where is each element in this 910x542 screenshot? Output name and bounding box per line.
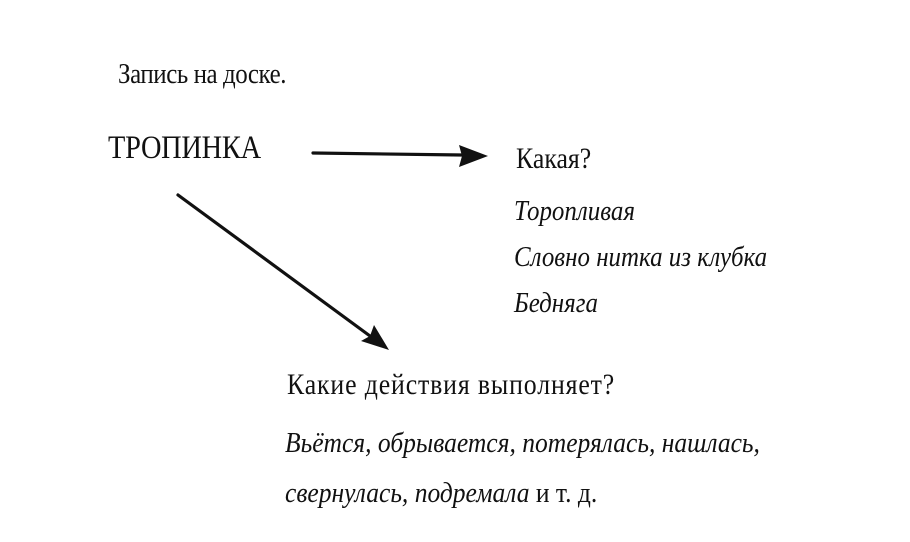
actions-line-1: Вьётся, обрывается, потерялась, нашлась, bbox=[285, 427, 760, 459]
answer-item: Бедняга bbox=[514, 287, 598, 319]
answer-item: Торопливая bbox=[514, 195, 635, 227]
arrow-right bbox=[311, 145, 488, 167]
question-what: Какая? bbox=[516, 142, 592, 175]
answers-actions: Вьётся, обрывается, потерялась, нашлась,… bbox=[285, 418, 760, 518]
actions-line-2-text: свернулась, подремала bbox=[285, 477, 530, 509]
actions-etc: и т. д. bbox=[529, 477, 598, 509]
main-word: ТРОПИНКА bbox=[108, 130, 261, 166]
question-actions: Какие действия выполняет? bbox=[287, 368, 616, 401]
actions-line-2: свернулась, подремала и т. д. bbox=[285, 468, 760, 518]
board-heading: Запись на доске. bbox=[118, 58, 287, 90]
answers-what-list: Торопливая Словно нитка из клубка Бедняг… bbox=[514, 188, 767, 326]
answer-item: Словно нитка из клубка bbox=[514, 241, 768, 273]
arrow-down bbox=[176, 193, 389, 350]
